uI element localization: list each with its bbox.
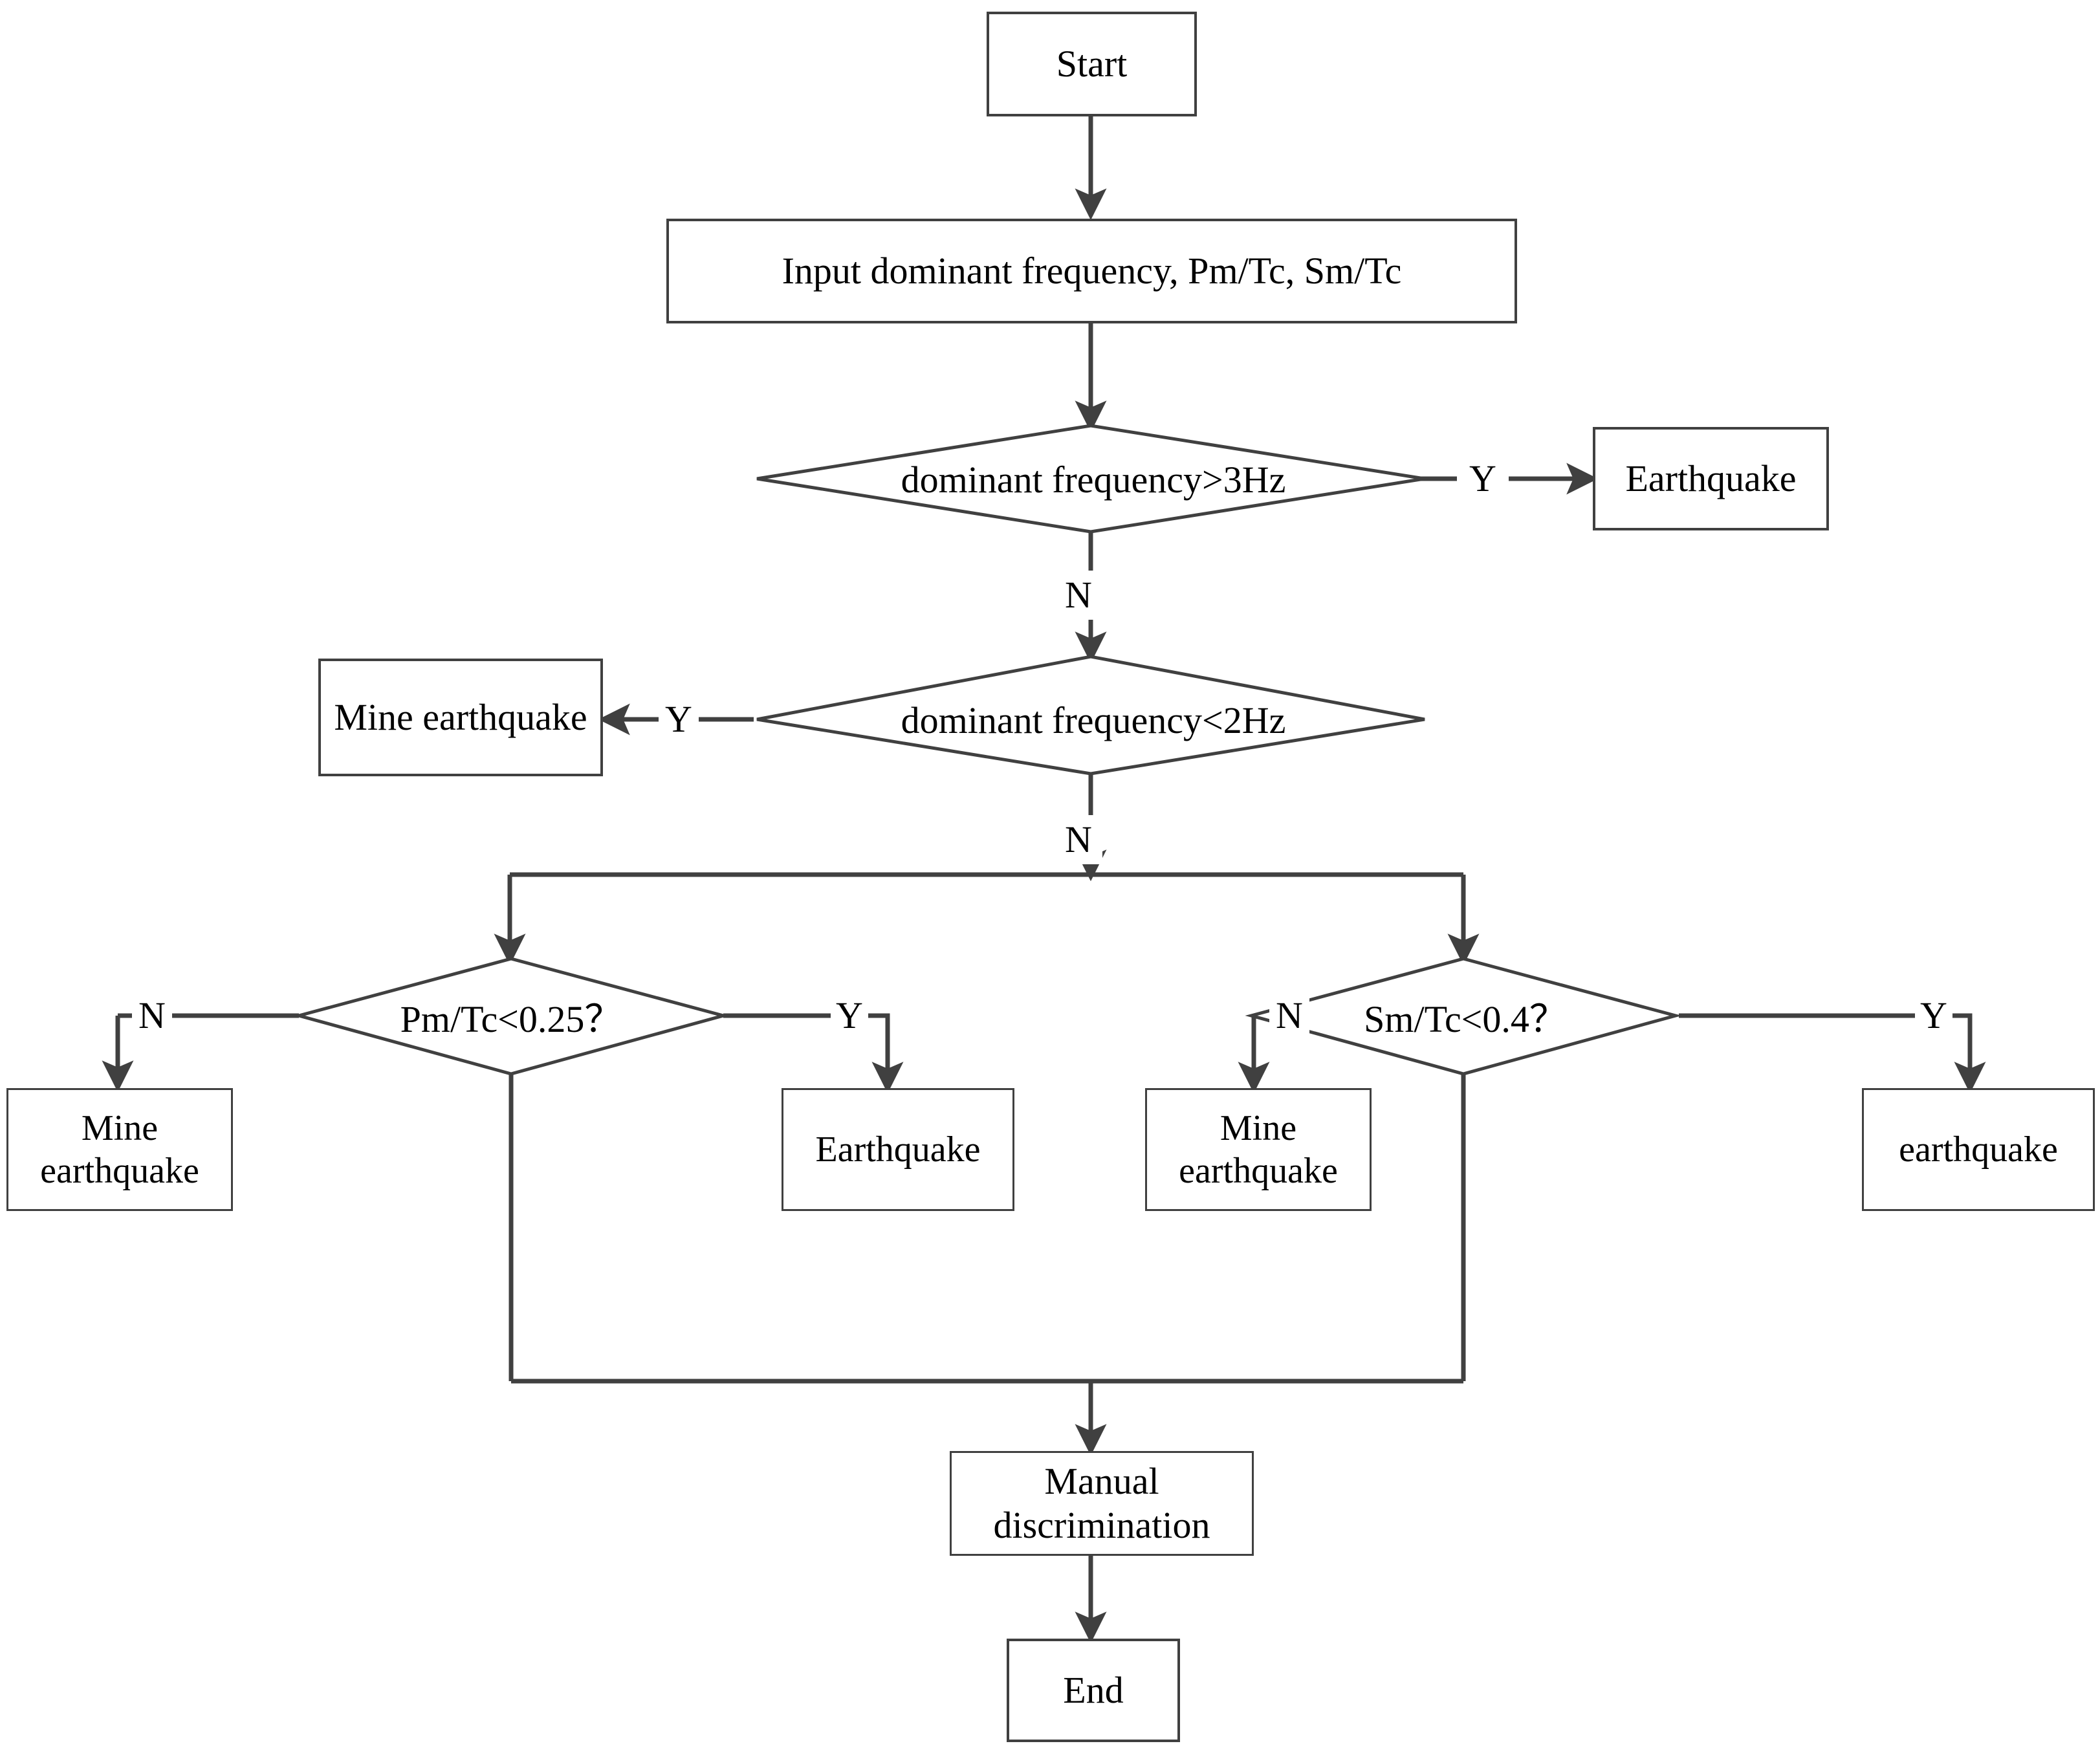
- diamond-freq-lt2-label[interactable]: dominant frequency<2Hz: [815, 697, 1372, 743]
- node-mine-earthquake-3-label: Mine earthquake: [1179, 1108, 1338, 1191]
- edge-label-sm-tc-no: N: [1269, 991, 1309, 1040]
- node-mine-earthquake-1[interactable]: Mine earthquake: [318, 659, 603, 776]
- edge-label-freq-lt2-yes: Y: [659, 696, 699, 743]
- node-earthquake-3-label: earthquake: [1899, 1129, 2058, 1170]
- node-input-label: Input dominant frequency, Pm/Tc, Sm/Tc: [782, 249, 1402, 292]
- node-mine-earthquake-3[interactable]: Mine earthquake: [1145, 1088, 1372, 1211]
- node-mine-earthquake-2-label: Mine earthquake: [40, 1108, 199, 1191]
- edge-label-freq-lt2-no: N: [1055, 815, 1102, 864]
- edge-label-sm-tc-yes-text: Y: [1920, 994, 1947, 1036]
- node-manual-discrimination[interactable]: Manual discrimination: [950, 1451, 1254, 1556]
- edge-label-freq-gt3-no-text: N: [1065, 574, 1092, 616]
- edge-label-freq-lt2-no-text: N: [1065, 818, 1092, 860]
- node-start[interactable]: Start: [987, 12, 1197, 116]
- node-end[interactable]: End: [1007, 1639, 1180, 1742]
- edge-label-freq-gt3-yes-text: Y: [1469, 457, 1496, 499]
- edge-label-pm-tc-no-text: N: [138, 994, 166, 1036]
- diamond-freq-lt2-text: dominant frequency<2Hz: [901, 699, 1286, 741]
- diamond-pm-tc-text: Pm/Tc<0.25？: [400, 998, 622, 1040]
- diamond-pm-tc-label[interactable]: Pm/Tc<0.25？: [349, 992, 673, 1040]
- diamond-sm-tc-text: Sm/Tc<0.4？: [1364, 998, 1567, 1040]
- edge-label-sm-tc-no-text: N: [1276, 994, 1303, 1036]
- node-mine-earthquake-1-label: Mine earthquake: [334, 695, 587, 738]
- node-input[interactable]: Input dominant frequency, Pm/Tc, Sm/Tc: [666, 219, 1517, 323]
- diamond-sm-tc-label[interactable]: Sm/Tc<0.4？: [1304, 992, 1627, 1040]
- node-earthquake-1[interactable]: Earthquake: [1593, 427, 1829, 530]
- edge-label-freq-lt2-yes-text: Y: [665, 698, 692, 740]
- diamond-freq-gt3-label[interactable]: dominant frequency>3Hz: [815, 456, 1372, 503]
- node-mine-earthquake-2[interactable]: Mine earthquake: [6, 1088, 233, 1211]
- edge-label-pm-tc-no: N: [132, 991, 172, 1040]
- node-manual-discrimination-label: Manual discrimination: [993, 1459, 1210, 1546]
- edge-label-pm-tc-yes-text: Y: [836, 994, 863, 1036]
- edge-label-freq-gt3-no: N: [1055, 571, 1102, 620]
- node-earthquake-1-label: Earthquake: [1625, 457, 1797, 499]
- node-earthquake-2[interactable]: Earthquake: [782, 1088, 1014, 1211]
- node-start-label: Start: [1056, 42, 1128, 85]
- node-earthquake-2-label: Earthquake: [815, 1129, 981, 1170]
- node-end-label: End: [1063, 1668, 1124, 1711]
- edge-label-pm-tc-yes: Y: [831, 991, 868, 1040]
- edge-label-sm-tc-yes: Y: [1915, 991, 1952, 1040]
- edge-label-freq-gt3-yes: Y: [1457, 455, 1509, 502]
- diamond-freq-gt3-text: dominant frequency>3Hz: [901, 458, 1286, 501]
- node-earthquake-3[interactable]: earthquake: [1862, 1088, 2095, 1211]
